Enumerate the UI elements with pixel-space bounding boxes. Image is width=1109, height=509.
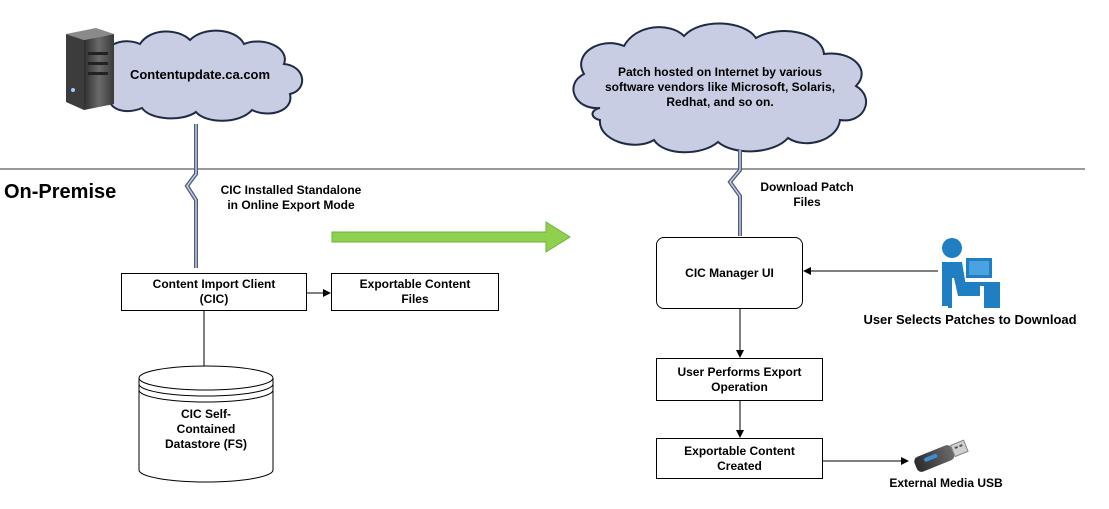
cloud-right-label: Patch hosted on Internet by various soft…: [604, 65, 836, 109]
cic-manager-box: CIC Manager UI: [656, 237, 803, 309]
exportable-files-box: Exportable Content Files: [331, 273, 499, 311]
lightning-link-left: [184, 124, 198, 268]
cic-manager-label: CIC Manager UI: [685, 265, 774, 280]
server-icon: [66, 28, 114, 110]
transfer-arrow: [331, 221, 571, 253]
link-left-label: CIC Installed Standalone in Online Expor…: [220, 183, 362, 212]
cic-box-label: Content Import Client (CIC): [152, 277, 276, 306]
content-created-box: Exportable Content Created: [656, 438, 823, 479]
datastore-label: CIC Self- Contained Datastore (FS): [164, 407, 247, 451]
usb-drive-icon: [914, 439, 969, 472]
cic-box: Content Import Client (CIC): [121, 273, 307, 311]
usb-label: External Media USB: [889, 476, 1003, 490]
exportable-files-label: Exportable Content Files: [359, 277, 471, 306]
section-title-on-premise: On-Premise: [4, 181, 117, 203]
link-right-label: Download Patch Files: [760, 180, 854, 209]
datastore-cylinder: [138, 365, 274, 483]
export-operation-label: User Performs Export Operation: [677, 364, 802, 394]
cloud-left: [93, 29, 304, 122]
user-at-computer-icon: [942, 238, 1000, 308]
cloud-left-label: Contentupdate.ca.com: [129, 67, 271, 82]
cloud-right: [572, 22, 868, 154]
export-operation-box: User Performs Export Operation: [656, 358, 823, 401]
user-label: User Selects Patches to Download: [863, 312, 1077, 327]
content-created-label: Exportable Content Created: [684, 443, 795, 473]
